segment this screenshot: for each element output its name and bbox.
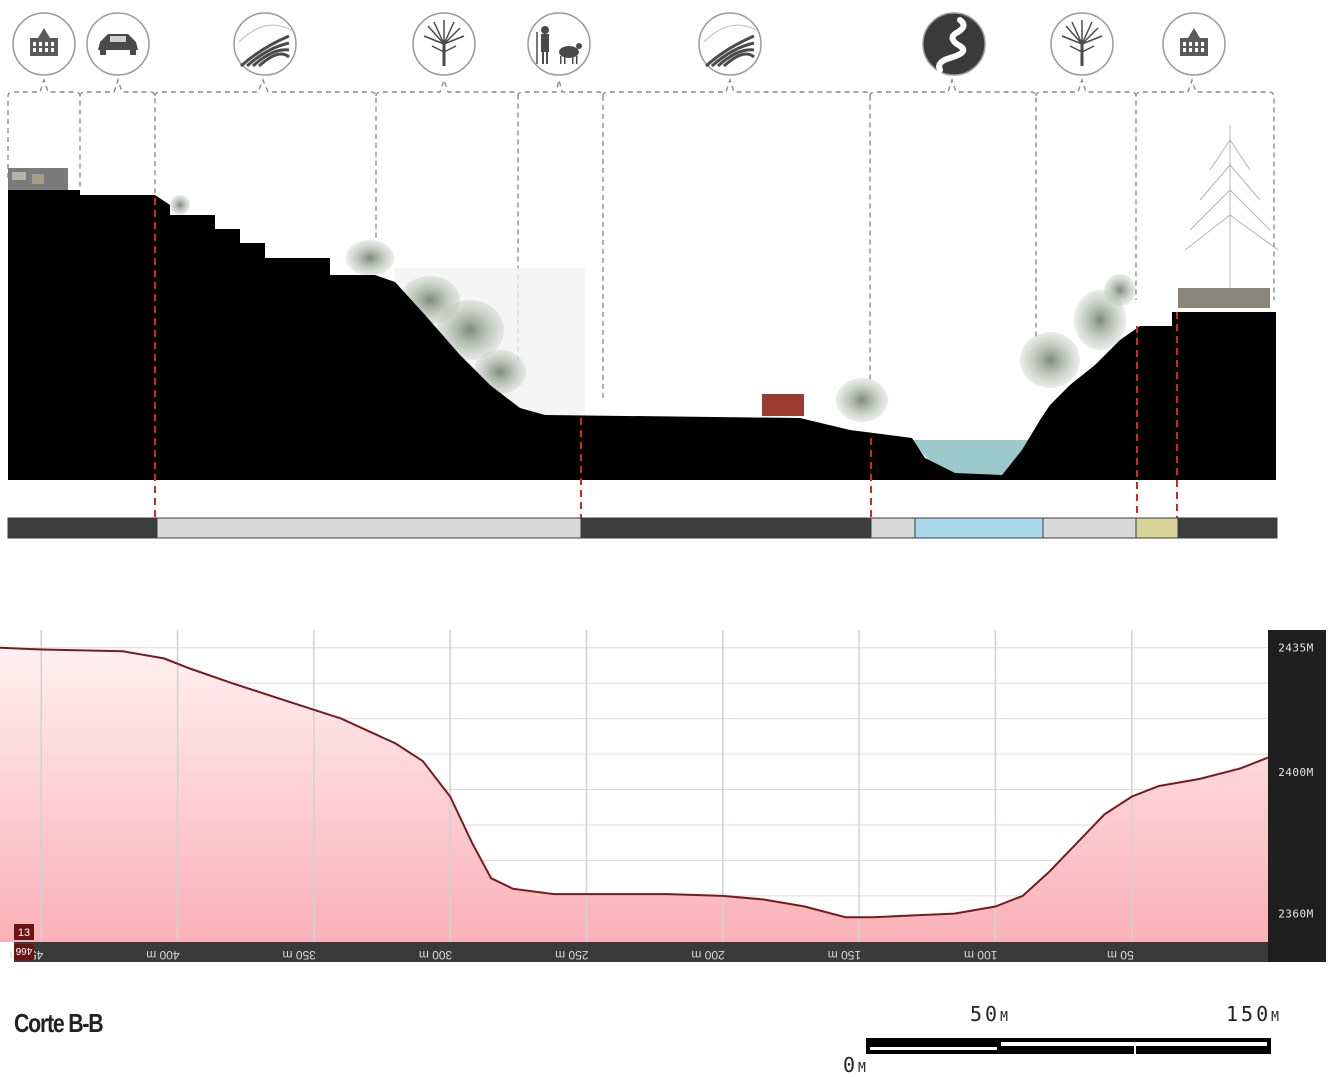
section-caption: Corte B-B xyxy=(14,1008,104,1038)
car-icon xyxy=(86,12,150,76)
x-tick-label: 350 m xyxy=(283,948,316,962)
zone-segment xyxy=(1135,517,1179,539)
icon-row xyxy=(12,12,1226,76)
tree-icon xyxy=(1050,12,1114,76)
x-tick-label: 250 m xyxy=(555,948,588,962)
field-icon xyxy=(233,12,297,76)
y-tick-label: 2360M xyxy=(1278,908,1314,921)
house-right xyxy=(1178,288,1270,308)
tree-icon xyxy=(412,12,476,76)
x-axis-strip xyxy=(14,942,1268,962)
house-middle xyxy=(762,394,804,416)
shepherd-icon xyxy=(527,12,591,76)
elevation-line xyxy=(0,646,1269,919)
zone-segment xyxy=(580,517,872,539)
elevation-area xyxy=(0,647,1268,942)
scale-bar xyxy=(866,1038,1271,1054)
scale-label-mid: 50M xyxy=(970,1002,1009,1026)
corner-label-top: 13 xyxy=(18,927,30,939)
corner-label-bottom: 466 xyxy=(15,945,32,956)
building-icon xyxy=(12,12,76,76)
corner-badge xyxy=(14,924,34,940)
river-icon xyxy=(922,12,986,76)
x-tick-label: 150 m xyxy=(828,948,861,962)
zone-segment xyxy=(7,517,158,539)
x-tick-label: 200 m xyxy=(691,948,724,962)
zone-segment xyxy=(1177,517,1278,539)
terrain-section xyxy=(8,125,1279,480)
y-axis-panel xyxy=(1268,630,1326,962)
pine-tree-icon xyxy=(1184,125,1279,300)
x-tick-label: 300 m xyxy=(419,948,452,962)
zone-segment xyxy=(1042,517,1137,539)
field-icon xyxy=(698,12,762,76)
chart-vgrid xyxy=(40,630,1133,942)
y-tick-label: 2435M xyxy=(1278,642,1314,655)
scale-label-end: 150M xyxy=(1226,1002,1280,1026)
vegetation-right xyxy=(836,274,1136,422)
y-axis-ticks: 2435M 2400M 2360M xyxy=(1278,642,1314,921)
zone-segment xyxy=(156,517,582,539)
zone-segment xyxy=(914,517,1044,539)
x-tick-label: 100 m xyxy=(964,948,997,962)
zone-bar xyxy=(7,517,1278,539)
x-tick-label: 50 m xyxy=(1107,948,1134,962)
scale-label-start: 0M xyxy=(843,1053,867,1077)
terrain-silhouette xyxy=(8,190,1276,480)
y-tick-label: 2400M xyxy=(1278,766,1314,779)
x-tick-label: 400 m xyxy=(146,948,179,962)
zone-brackets xyxy=(7,77,1275,400)
zone-segment xyxy=(870,517,916,539)
building-icon xyxy=(1162,12,1226,76)
